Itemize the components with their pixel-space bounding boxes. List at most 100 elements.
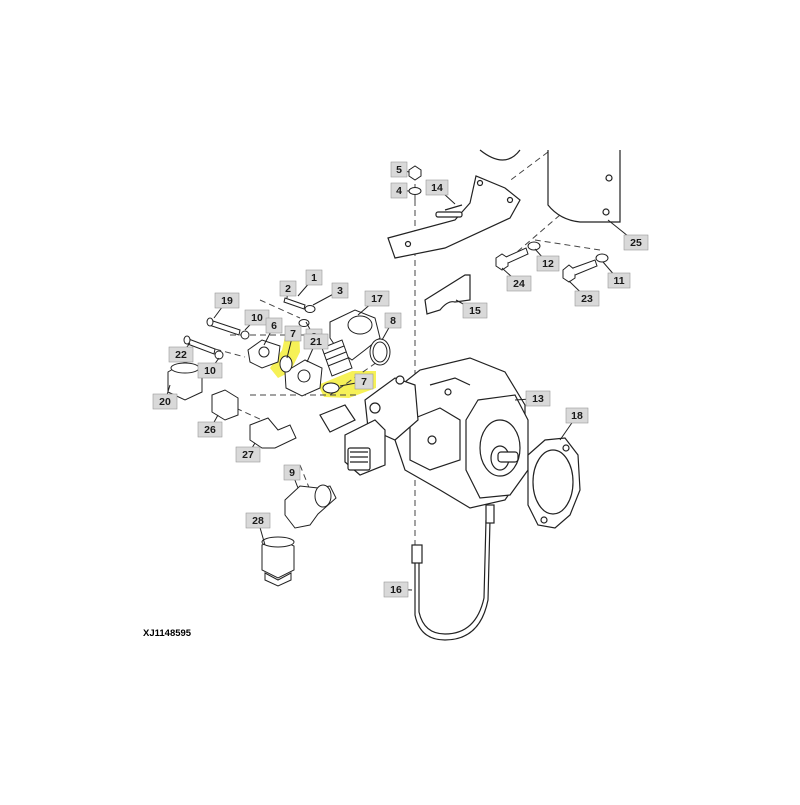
- callout-box-c28: [245, 512, 271, 529]
- callout-box-c17: [364, 290, 390, 307]
- callout-c13: 13: [525, 390, 551, 407]
- callout-label-c26: 26: [204, 424, 216, 436]
- callout-box-c10b: [197, 362, 223, 379]
- callout-labels: 5414251211242315123191710638721221072013…: [152, 161, 649, 598]
- callout-label-c13: 13: [532, 393, 544, 405]
- callout-box-c1: [305, 269, 323, 286]
- callout-box-c23: [574, 290, 600, 307]
- callout-c8: 8: [384, 312, 402, 329]
- callout-c6: 6: [265, 317, 283, 334]
- callout-box-c10a: [244, 309, 270, 326]
- callout-box-c13: [525, 390, 551, 407]
- callout-c18: 18: [565, 407, 589, 424]
- callout-label-c7a: 7: [290, 328, 296, 340]
- callout-label-c5: 5: [396, 164, 402, 176]
- callout-label-c7b: 7: [361, 376, 367, 388]
- callout-box-c6: [265, 317, 283, 334]
- callout-c24: 24: [506, 275, 532, 292]
- callout-label-c27: 27: [242, 449, 254, 461]
- callout-c19: 19: [214, 292, 240, 309]
- callout-box-c3a: [331, 282, 349, 299]
- mounting-bracket: [387, 175, 521, 259]
- callout-label-c10a: 10: [251, 312, 263, 324]
- callout-label-c24: 24: [513, 278, 525, 290]
- callout-box-c15: [462, 302, 488, 319]
- callout-label-c8: 8: [390, 315, 396, 327]
- callout-label-c20: 20: [159, 396, 171, 408]
- callout-label-c15: 15: [469, 305, 481, 317]
- callout-box-c25: [623, 234, 649, 251]
- callout-c15: 15: [462, 302, 488, 319]
- diagram-reference-code: XJ1148595: [143, 628, 192, 639]
- callout-label-c2: 2: [285, 283, 291, 295]
- callout-label-c4: 4: [396, 185, 402, 197]
- callout-c27: 27: [235, 446, 261, 463]
- callout-box-c11: [607, 272, 631, 289]
- callout-label-c3a: 3: [337, 285, 343, 297]
- callout-box-c9: [283, 464, 301, 481]
- callout-box-c20: [152, 393, 178, 410]
- callout-c26: 26: [197, 421, 223, 438]
- callout-label-c12: 12: [542, 258, 554, 270]
- callout-c1: 1: [305, 269, 323, 286]
- callout-c7a: 7: [284, 325, 302, 342]
- callout-c4: 4: [390, 182, 408, 199]
- callout-box-c24: [506, 275, 532, 292]
- callout-box-c7b: [354, 373, 374, 390]
- callout-c3a: 3: [331, 282, 349, 299]
- callout-box-c22: [168, 346, 194, 363]
- callout-box-c2: [279, 280, 297, 297]
- callout-label-c21: 21: [310, 336, 322, 348]
- sensor-cable: [411, 504, 495, 641]
- callout-label-c18: 18: [571, 410, 583, 422]
- callout-c20: 20: [152, 393, 178, 410]
- callout-c17: 17: [364, 290, 390, 307]
- callout-c5: 5: [390, 161, 408, 178]
- callout-box-c8: [384, 312, 402, 329]
- callout-label-c19: 19: [221, 295, 233, 307]
- callout-label-c22: 22: [175, 349, 187, 361]
- callout-box-c12: [536, 255, 560, 272]
- bolts-upper: [408, 165, 609, 283]
- callout-label-c28: 28: [252, 515, 264, 527]
- callout-box-c16: [383, 581, 409, 598]
- callout-c11: 11: [607, 272, 631, 289]
- hydraulic-pump: [319, 357, 529, 509]
- frame-bracket: [479, 149, 621, 223]
- pump-support-bracket: [424, 274, 471, 315]
- callout-box-c19: [214, 292, 240, 309]
- callout-c7b: 7: [354, 373, 374, 390]
- pump-gasket: [527, 437, 581, 529]
- callout-label-c10b: 10: [204, 365, 216, 377]
- callout-box-c14: [425, 179, 449, 196]
- callout-c14: 14: [425, 179, 449, 196]
- callout-c16: 16: [383, 581, 409, 598]
- callout-label-c25: 25: [630, 237, 642, 249]
- callout-c9: 9: [283, 464, 301, 481]
- callout-c23: 23: [574, 290, 600, 307]
- callout-box-c7a: [284, 325, 302, 342]
- callout-label-c1: 1: [311, 272, 317, 284]
- callout-c10a: 10: [244, 309, 270, 326]
- callout-c28: 28: [245, 512, 271, 529]
- callout-c21: 21: [303, 333, 329, 350]
- left-fittings: [167, 297, 391, 587]
- callout-label-c17: 17: [371, 293, 383, 305]
- callout-box-c4: [390, 182, 408, 199]
- callout-label-c14: 14: [431, 182, 443, 194]
- callout-label-c9: 9: [289, 467, 295, 479]
- callout-box-c21: [303, 333, 329, 350]
- callout-c22: 22: [168, 346, 194, 363]
- callout-label-c16: 16: [390, 584, 402, 596]
- callout-box-c18: [565, 407, 589, 424]
- callout-label-c6: 6: [271, 320, 277, 332]
- callout-label-c11: 11: [613, 275, 624, 287]
- callout-box-c26: [197, 421, 223, 438]
- callout-c2: 2: [279, 280, 297, 297]
- callout-c12: 12: [536, 255, 560, 272]
- callout-label-c23: 23: [581, 293, 593, 305]
- callout-box-c27: [235, 446, 261, 463]
- callout-box-c5: [390, 161, 408, 178]
